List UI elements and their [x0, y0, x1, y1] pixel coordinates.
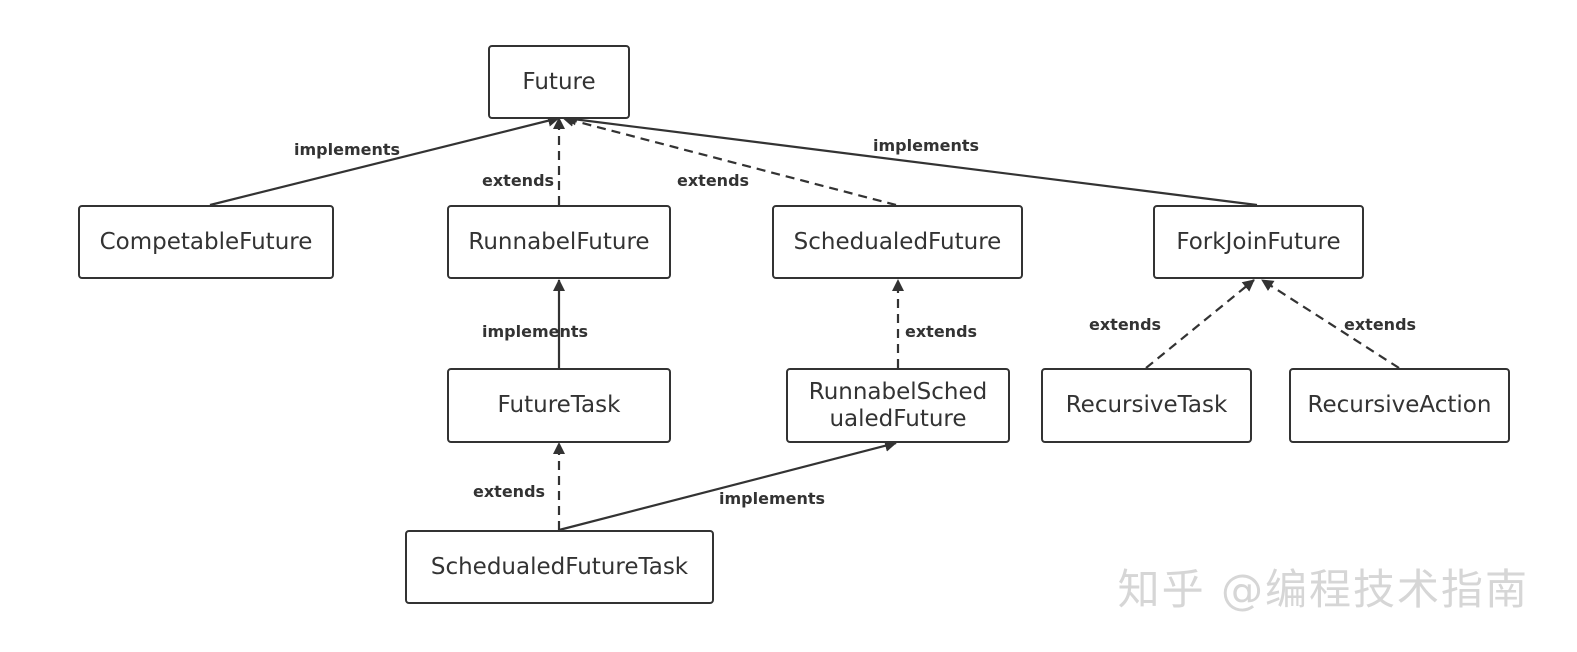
edge-label-schedualed-future-task-implements: implements: [719, 489, 826, 508]
edge-label-schedualed-future: extends: [677, 171, 750, 190]
node-recursive-action[interactable]: RecursiveAction: [1289, 368, 1510, 443]
edge-label-schedualed-future-task-extends: extends: [473, 482, 546, 501]
edge-label-recursive-task: extends: [1089, 315, 1162, 334]
node-future[interactable]: Future: [488, 45, 630, 119]
edge-recursive-task-extends-forkjoin-future: [1145, 279, 1255, 369]
edge-label-competable-future: implements: [294, 140, 401, 159]
node-schedualed-future[interactable]: SchedualedFuture: [772, 205, 1023, 279]
edge-schedualed-future-extends-future: [562, 114, 897, 207]
edge-recursive-action-extends-forkjoin-future: [1261, 279, 1400, 369]
edge-schedualed-future-task-implements-runnabel-schedualed-future: [558, 439, 897, 532]
watermark-text: 知乎 @编程技术指南: [1117, 565, 1529, 614]
node-schedualed-future-task[interactable]: SchedualedFutureTask: [405, 530, 714, 604]
node-runnabel-future[interactable]: RunnabelFuture: [447, 205, 671, 279]
node-future-task[interactable]: FutureTask: [447, 368, 671, 443]
edge-label-runnabel-schedualed-future: extends: [905, 322, 978, 341]
edge-label-recursive-action: extends: [1344, 315, 1417, 334]
node-runnabel-schedualed-future[interactable]: RunnabelSched ualedFuture: [786, 368, 1010, 443]
node-recursive-task[interactable]: RecursiveTask: [1041, 368, 1252, 443]
edge-label-forkjoin-future: implements: [873, 136, 980, 155]
edge-forkjoin-future-implements-future: [564, 113, 1258, 207]
edge-label-future-task: implements: [482, 322, 589, 341]
node-competable-future[interactable]: CompetableFuture: [78, 205, 334, 279]
node-forkjoin-future[interactable]: ForkJoinFuture: [1153, 205, 1364, 279]
edge-label-runnabel-future: extends: [482, 171, 555, 190]
edge-competable-future-implements-future: [209, 114, 560, 207]
